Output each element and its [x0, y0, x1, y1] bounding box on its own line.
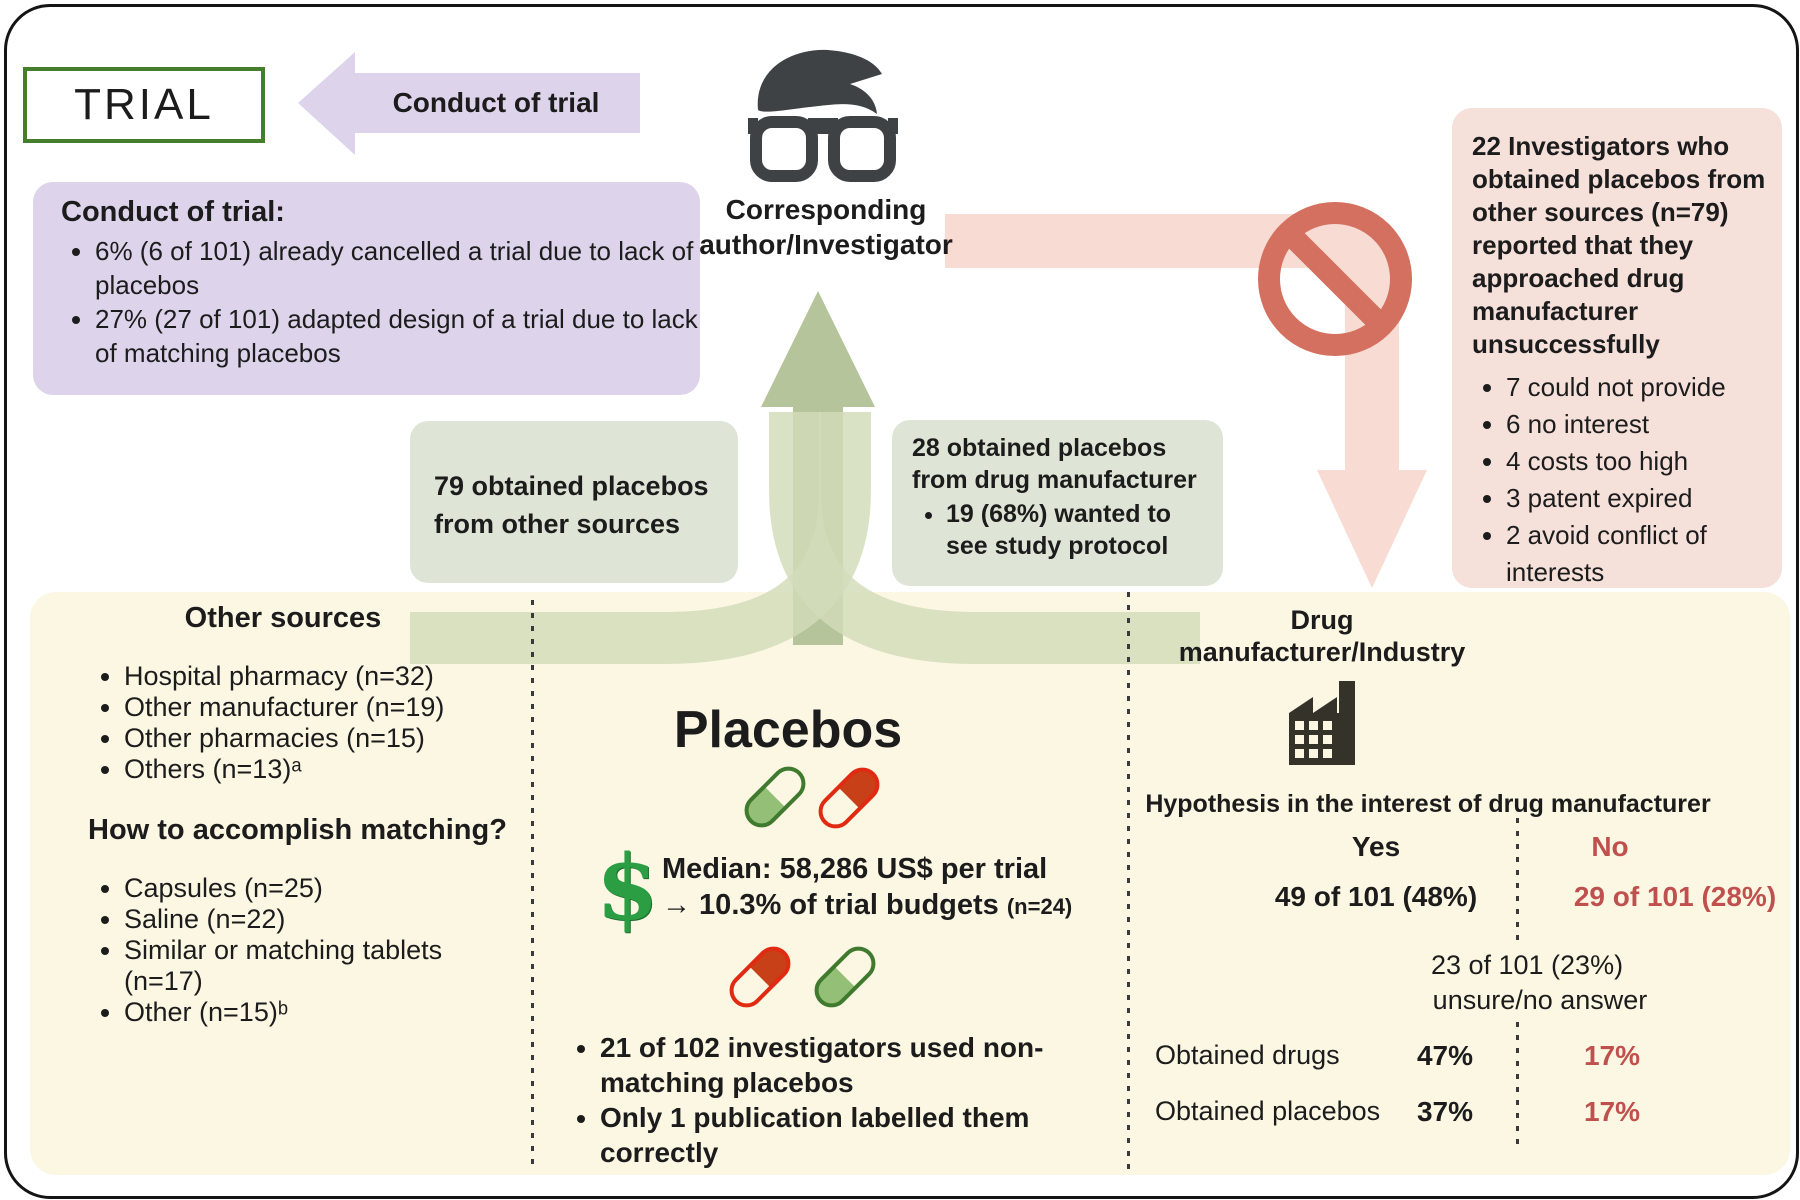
- manufacturer-box-list: 19 (68%) wanted to see study protocol: [912, 498, 1223, 562]
- conduct-box-list: 6% (6 of 101) already cancelled a trial …: [61, 234, 710, 370]
- panel-separator: [1127, 592, 1130, 1172]
- bottom-panel: [30, 592, 1790, 1175]
- budget-share-line: → 10.3% of trial budgets (n=24): [662, 889, 1072, 922]
- industry-title: Drug manufacturer/Industry: [1178, 605, 1466, 667]
- pill-green-icon: [814, 946, 876, 1008]
- list-item: Similar or matching tablets (n=17): [124, 935, 554, 997]
- list-item: 7 could not provide: [1506, 369, 1768, 406]
- median-cost-line: Median: 58,286 US$ per trial: [662, 853, 1048, 885]
- dollar-icon: $: [596, 835, 659, 941]
- list-item: Saline (n=22): [124, 904, 554, 935]
- factory-icon: [1289, 681, 1355, 765]
- list-item: 21 of 102 investigators used non- matchi…: [600, 1030, 1120, 1100]
- investigator-icon: [748, 49, 898, 182]
- panel-separator: [531, 600, 534, 1170]
- matching-list: Capsules (n=25) Saline (n=22) Similar or…: [88, 873, 554, 1028]
- list-item: 6% (6 of 101) already cancelled a trial …: [95, 234, 710, 302]
- table-row-no-value: 17%: [1583, 1040, 1641, 1071]
- unsure-label: unsure/no answer: [1432, 985, 1648, 1015]
- obtained-other-sources-box: 79 obtained placebos from other sources: [410, 421, 738, 583]
- hypothesis-title: Hypothesis in the interest of drug manuf…: [1145, 790, 1711, 818]
- list-item: Only 1 publication labelled them correct…: [600, 1100, 1120, 1170]
- budget-share-text: → 10.3% of trial budgets: [662, 889, 1007, 921]
- list-item: 3 patent expired: [1506, 480, 1768, 517]
- yes-total-value: 49 of 101 (48%): [1274, 881, 1478, 912]
- no-column-header: No: [1591, 831, 1629, 862]
- trial-label: TRIAL: [74, 80, 214, 129]
- yes-column-header: Yes: [1351, 831, 1401, 862]
- placebos-findings-list: 21 of 102 investigators used non- matchi…: [562, 1030, 1120, 1170]
- yes-no-separator: [1516, 1022, 1519, 1146]
- table-row-yes-value: 47%: [1416, 1040, 1474, 1071]
- refusal-list: 7 could not provide 6 no interest 4 cost…: [1472, 369, 1768, 591]
- no-total-value: 29 of 101 (28%): [1573, 881, 1777, 912]
- obtained-manufacturer-box: 28 obtained placebos from drug manufactu…: [892, 420, 1223, 586]
- merge-bands: [410, 412, 1200, 664]
- list-item: 2 avoid conflict of interests: [1506, 517, 1768, 591]
- list-item: Other manufacturer (n=19): [124, 692, 554, 723]
- list-item: Other pharmacies (n=15): [124, 723, 554, 754]
- pill-red-icon: [729, 946, 791, 1008]
- placebos-title: Placebos: [673, 701, 903, 759]
- matching-title: How to accomplish matching?: [88, 814, 507, 846]
- list-item: Capsules (n=25): [124, 873, 554, 904]
- prohibition-icon: [1258, 202, 1412, 356]
- conduct-box-title: Conduct of trial:: [61, 196, 285, 228]
- table-row-yes-value: 37%: [1416, 1096, 1474, 1127]
- list-item: 19 (68%) wanted to see study protocol: [946, 498, 1223, 562]
- list-item: 6 no interest: [1506, 406, 1768, 443]
- other-sources-title: Other sources: [184, 602, 382, 634]
- list-item: Other (n=15)ᵇ: [124, 997, 554, 1028]
- table-row-label: Obtained drugs: [1155, 1040, 1340, 1070]
- approach-right-down-arrow: [945, 214, 1427, 588]
- conduct-arrow-label: Conduct of trial: [392, 87, 600, 118]
- list-item: 27% (27 of 101) adapted design of a tria…: [95, 302, 710, 370]
- other-sources-list: Hospital pharmacy (n=32) Other manufactu…: [88, 661, 554, 785]
- list-item: 4 costs too high: [1506, 443, 1768, 480]
- list-item: Hospital pharmacy (n=32): [124, 661, 554, 692]
- pill-green-icon: [744, 766, 806, 828]
- manufacturer-box-title: 28 obtained placebos from drug manufactu…: [912, 434, 1197, 494]
- table-row-label: Obtained placebos: [1155, 1096, 1381, 1126]
- refusal-intro: 22 Investigators who obtained placebos f…: [1472, 131, 1766, 359]
- refusal-reasons-box: 22 Investigators who obtained placebos f…: [1452, 108, 1782, 588]
- investigator-label: Corresponding author/Investigator: [699, 194, 953, 260]
- table-row-no-value: 17%: [1583, 1096, 1641, 1127]
- list-item: Others (n=13)ᵃ: [124, 754, 554, 785]
- conduct-of-trial-box: Conduct of trial: 6% (6 of 101) already …: [33, 182, 700, 395]
- budget-sample-note: (n=24): [1006, 894, 1073, 919]
- yes-no-separator: [1516, 818, 1519, 942]
- conduct-left-arrow: [298, 52, 640, 155]
- trial-box: TRIAL: [23, 67, 265, 143]
- unsure-value: 23 of 101 (23%): [1430, 950, 1624, 980]
- pill-red-icon: [818, 767, 880, 829]
